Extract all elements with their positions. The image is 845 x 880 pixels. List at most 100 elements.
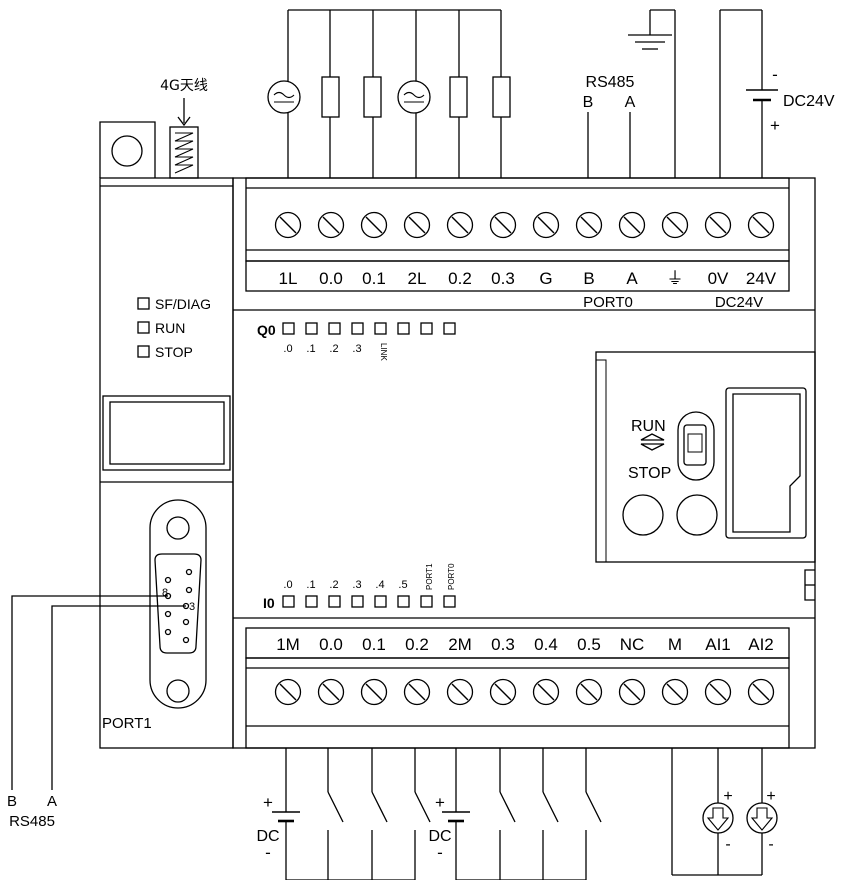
top-terminal-screws: [274, 211, 775, 239]
top-terminal-label-12: 24V: [746, 269, 777, 288]
bottom-terminal-label-12: AI2: [748, 635, 774, 654]
bottom-terminal-label-4: 0.2: [405, 635, 429, 654]
i0-bit-label-1: .1: [306, 579, 315, 591]
run-stop-switch-lever[interactable]: [683, 424, 707, 466]
db9-pin: [185, 586, 193, 594]
db9-pin3-label: 3: [189, 601, 195, 613]
led-stop-label: STOP: [155, 344, 193, 360]
q0-bit-label-0: .0: [283, 343, 292, 355]
bottom-terminal-label-10: M: [668, 635, 682, 654]
expansion-connector-frame: [725, 387, 807, 539]
led-run-label: RUN: [155, 320, 185, 336]
expansion-connector: [732, 393, 801, 533]
i0-label: I0: [263, 595, 275, 611]
led-run: [137, 321, 150, 334]
bottom-terminal-label-8: 0.5: [577, 635, 601, 654]
i0-led-1: [305, 595, 318, 608]
i0-bit-label-4: .4: [375, 579, 384, 591]
bottom-terminal-label-6: 0.3: [491, 635, 515, 654]
top-terminal-label-5: 0.2: [448, 269, 472, 288]
ac-source-2-icon: [397, 80, 431, 114]
q0-bit-labels: .0.1.2.3: [283, 343, 361, 355]
q0-bit-label-2: .2: [329, 343, 338, 355]
bottom-terminal-screws: [274, 678, 775, 706]
rs485-bottom-b: B: [7, 793, 17, 810]
top-terminal-label-2: 0.0: [319, 269, 343, 288]
top-terminal-label-6: 0.3: [491, 269, 515, 288]
db9-screw-top: [166, 516, 190, 540]
switch-stop-label: STOP: [628, 465, 671, 482]
sim-slot: [109, 401, 225, 465]
battery-minus-sign: -: [772, 65, 778, 84]
i0-led-row: [282, 595, 456, 608]
bottom-terminal-label-1: 1M: [276, 635, 300, 654]
port0-group-label: PORT0: [583, 294, 633, 311]
db9-pin: [185, 568, 193, 576]
top-terminal-block: [245, 177, 790, 262]
load-q0-0: [321, 76, 340, 118]
battery-plus-sign: +: [770, 116, 780, 135]
load-q0-3: [492, 76, 511, 118]
switch-run-label: RUN: [631, 418, 666, 435]
i0-bit-label-3: .3: [352, 579, 361, 591]
i0-led-6: [420, 595, 433, 608]
ai1-sensor-plus: +: [723, 788, 732, 805]
power-top-label: DC24V: [783, 93, 835, 110]
bottom-terminal-screw-2: [317, 678, 345, 706]
q0-bit-label-3: .3: [352, 343, 361, 355]
top-terminal-label-8: B: [583, 269, 594, 288]
rs485-top-a: A: [625, 94, 636, 111]
load-q0-2: [449, 76, 468, 118]
i0-bit-label-0: .0: [283, 579, 292, 591]
db9-pin: [182, 618, 190, 626]
dc-supply-1-plus: +: [263, 793, 273, 812]
left-module: [99, 121, 234, 749]
antenna-label: 4G天线: [160, 78, 208, 94]
i0-bit-label-2: .2: [329, 579, 338, 591]
db9-pin8-label: 8: [162, 587, 168, 599]
db9-connector-shell: [149, 499, 207, 709]
slot-frame: [102, 395, 231, 471]
antenna-coil: [174, 132, 194, 174]
db9-screw-bottom: [166, 679, 190, 703]
input-switch: [414, 791, 431, 823]
pot-button-left: [622, 494, 664, 536]
antenna-4g: [169, 98, 199, 179]
db9-pin: [182, 636, 190, 644]
top-terminal-screw-8: [575, 211, 603, 239]
i0-led-4: [374, 595, 387, 608]
q0-link-label: LINK: [379, 343, 388, 361]
main-module-body: [232, 177, 816, 749]
bottom-terminal-screw-3: [360, 678, 388, 706]
antenna-arrow-head: [177, 116, 191, 127]
bottom-terminal-label-11: AI1: [705, 635, 731, 654]
top-terminal-label-3: 0.1: [362, 269, 386, 288]
top-terminal-screw-10: [661, 211, 689, 239]
top-terminal-screw-2: [317, 211, 345, 239]
rs485-top-b: B: [583, 94, 594, 111]
bottom-terminal-label-7: 0.4: [534, 635, 558, 654]
db9-pin: [164, 610, 172, 618]
i0-bit-labels: .0 .1 .2 .3 .4 .5: [283, 579, 407, 591]
top-terminal-screw-7: [532, 211, 560, 239]
rs485-port1-wiring: [11, 595, 186, 790]
top-terminal-label-1: 1L: [279, 269, 298, 288]
bottom-terminal-screw-5: [446, 678, 474, 706]
input-switch: [327, 791, 344, 823]
dc-supply-2-minus: -: [437, 843, 443, 862]
dc-supply-1-label: DC: [256, 828, 279, 845]
ac-source-1-icon: [267, 80, 301, 114]
ai1-sensor-minus: -: [725, 836, 730, 853]
top-label-strip: [245, 260, 790, 292]
dc-supply-2-label: DC: [428, 828, 451, 845]
rs485-wire-b: [11, 595, 168, 790]
bottom-wiring: [272, 748, 778, 880]
run-stop-switch-housing: [677, 411, 715, 481]
i0-bit-label-5: .5: [398, 579, 407, 591]
i0-led-7: [443, 595, 456, 608]
q0-led-3: [351, 322, 364, 335]
top-terminal-screw-6: [489, 211, 517, 239]
